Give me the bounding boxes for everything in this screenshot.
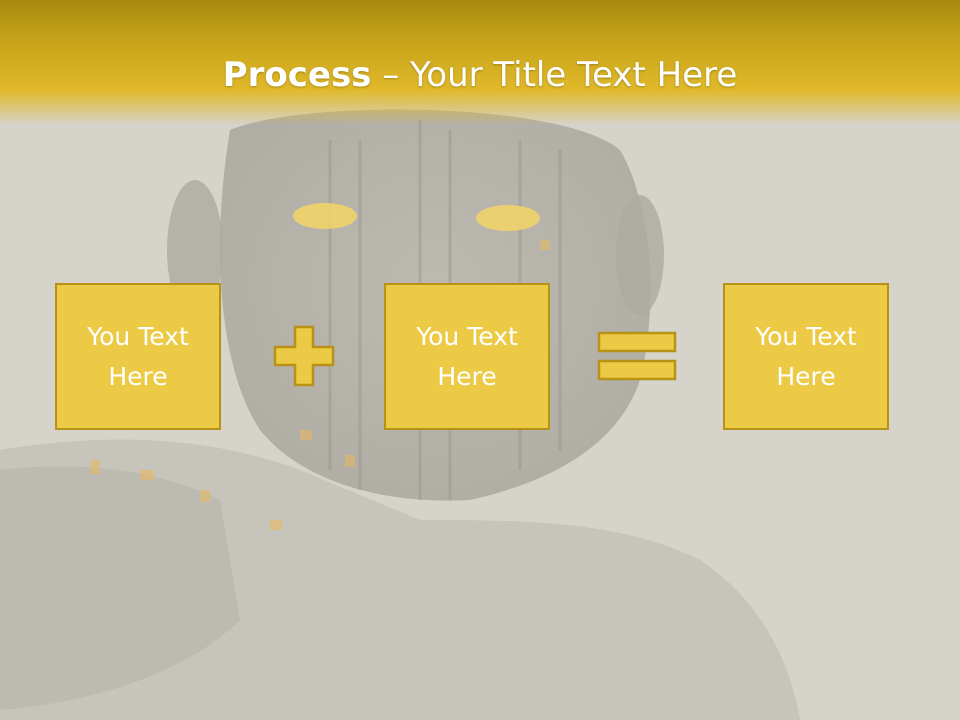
slide-title-bold: Process: [222, 55, 372, 95]
process-box-3-text: You Text Here: [755, 321, 857, 391]
process-box-3: You Text Here: [723, 283, 889, 430]
process-box-1: You Text Here: [55, 283, 221, 430]
process-box-2-text: You Text Here: [416, 321, 518, 391]
equals-icon: [597, 331, 677, 381]
process-box-1-text: You Text Here: [87, 321, 189, 391]
title-bar: [0, 0, 960, 125]
slide-title: Process – Your Title Text Here: [0, 53, 960, 97]
slide-title-rest: – Your Title Text Here: [371, 55, 738, 95]
process-box-2: You Text Here: [384, 283, 550, 430]
plus-icon: [273, 325, 335, 387]
